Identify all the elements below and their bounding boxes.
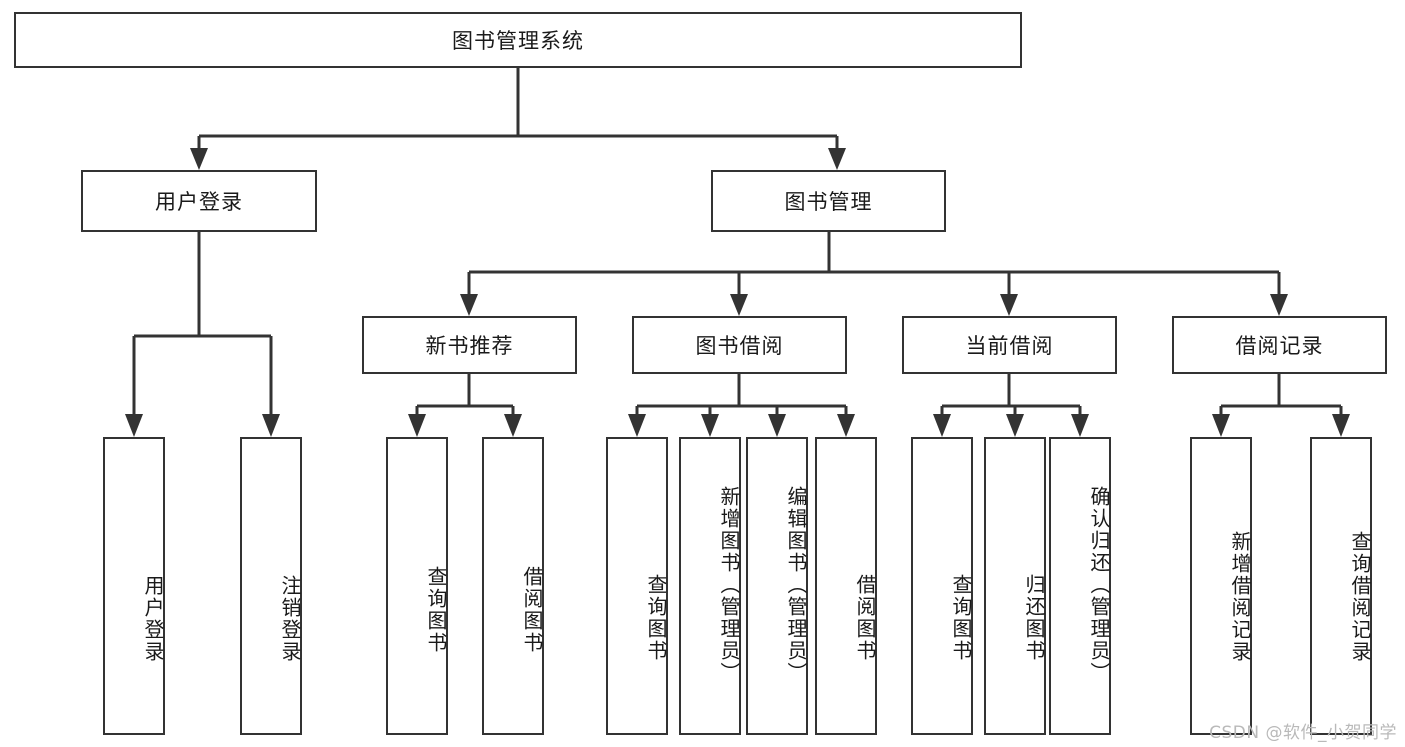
node-user-login[interactable]: 用户登录	[81, 170, 317, 232]
node-current-borrow[interactable]: 当前借阅	[902, 316, 1117, 374]
edges-records-to-leaves	[1219, 374, 1343, 418]
arrowheads-level2	[190, 148, 846, 170]
node-label: 借阅记录	[1235, 334, 1324, 358]
leaf-query-book-current[interactable]: 查询图书	[911, 437, 973, 735]
node-borrow-records[interactable]: 借阅记录	[1172, 316, 1387, 374]
arrowheads-records-leaves	[1212, 414, 1350, 437]
node-label: 新增图书（管理员）	[717, 486, 741, 684]
node-root-system[interactable]: 图书管理系统	[14, 12, 1022, 68]
node-label: 归还图书	[1022, 574, 1046, 662]
edges-borrow-to-leaves	[635, 374, 848, 418]
leaf-return-book[interactable]: 归还图书	[984, 437, 1046, 735]
node-label: 查询图书	[949, 574, 973, 662]
leaf-query-book-recommend[interactable]: 查询图书	[386, 437, 448, 735]
node-label: 确认归还（管理员）	[1087, 486, 1111, 684]
node-book-management[interactable]: 图书管理	[711, 170, 946, 232]
leaf-add-book-admin[interactable]: 新增图书（管理员）	[679, 437, 741, 735]
node-label: 借阅图书	[853, 574, 877, 662]
node-label: 注销登录	[278, 575, 302, 663]
leaf-logout[interactable]: 注销登录	[240, 437, 302, 735]
node-new-book-recommend[interactable]: 新书推荐	[362, 316, 577, 374]
leaf-query-borrow-record[interactable]: 查询借阅记录	[1310, 437, 1372, 735]
node-label: 当前借阅	[965, 334, 1054, 358]
node-label: 查询图书	[424, 566, 448, 654]
node-label: 用户登录	[155, 190, 243, 214]
node-label: 新书推荐	[425, 334, 514, 358]
leaf-borrow-book[interactable]: 借阅图书	[815, 437, 877, 735]
edges-newbook-to-leaves	[415, 374, 515, 418]
leaf-query-book-borrow[interactable]: 查询图书	[606, 437, 668, 735]
leaf-edit-book-admin[interactable]: 编辑图书（管理员）	[746, 437, 808, 735]
arrowheads-borrow-leaves	[628, 414, 855, 437]
leaf-borrow-book-recommend[interactable]: 借阅图书	[482, 437, 544, 735]
node-label: 图书管理系统	[452, 29, 584, 53]
arrowheads-newbook-leaves	[408, 414, 522, 437]
leaf-user-login[interactable]: 用户登录	[103, 437, 165, 735]
arrowheads-level3	[460, 294, 1288, 316]
leaf-add-borrow-record[interactable]: 新增借阅记录	[1190, 437, 1252, 735]
node-label: 借阅图书	[520, 566, 544, 654]
edges-root-to-level2	[197, 68, 839, 152]
edges-current-to-leaves	[940, 374, 1082, 418]
arrowheads-userlogin-leaves	[125, 414, 280, 437]
node-book-borrow[interactable]: 图书借阅	[632, 316, 847, 374]
leaf-confirm-return-admin[interactable]: 确认归还（管理员）	[1049, 437, 1111, 735]
edges-bookmgmt-to-level3	[467, 232, 1281, 298]
node-label: 用户登录	[141, 575, 165, 663]
node-label: 查询借阅记录	[1348, 531, 1372, 663]
arrowheads-current-leaves	[933, 414, 1089, 437]
node-label: 查询图书	[644, 574, 668, 662]
node-label: 新增借阅记录	[1228, 531, 1252, 663]
node-label: 编辑图书（管理员）	[784, 486, 808, 684]
node-label: 图书借阅	[695, 334, 784, 358]
node-label: 图书管理	[784, 190, 873, 214]
edges-userlogin-to-leaves	[132, 232, 273, 418]
